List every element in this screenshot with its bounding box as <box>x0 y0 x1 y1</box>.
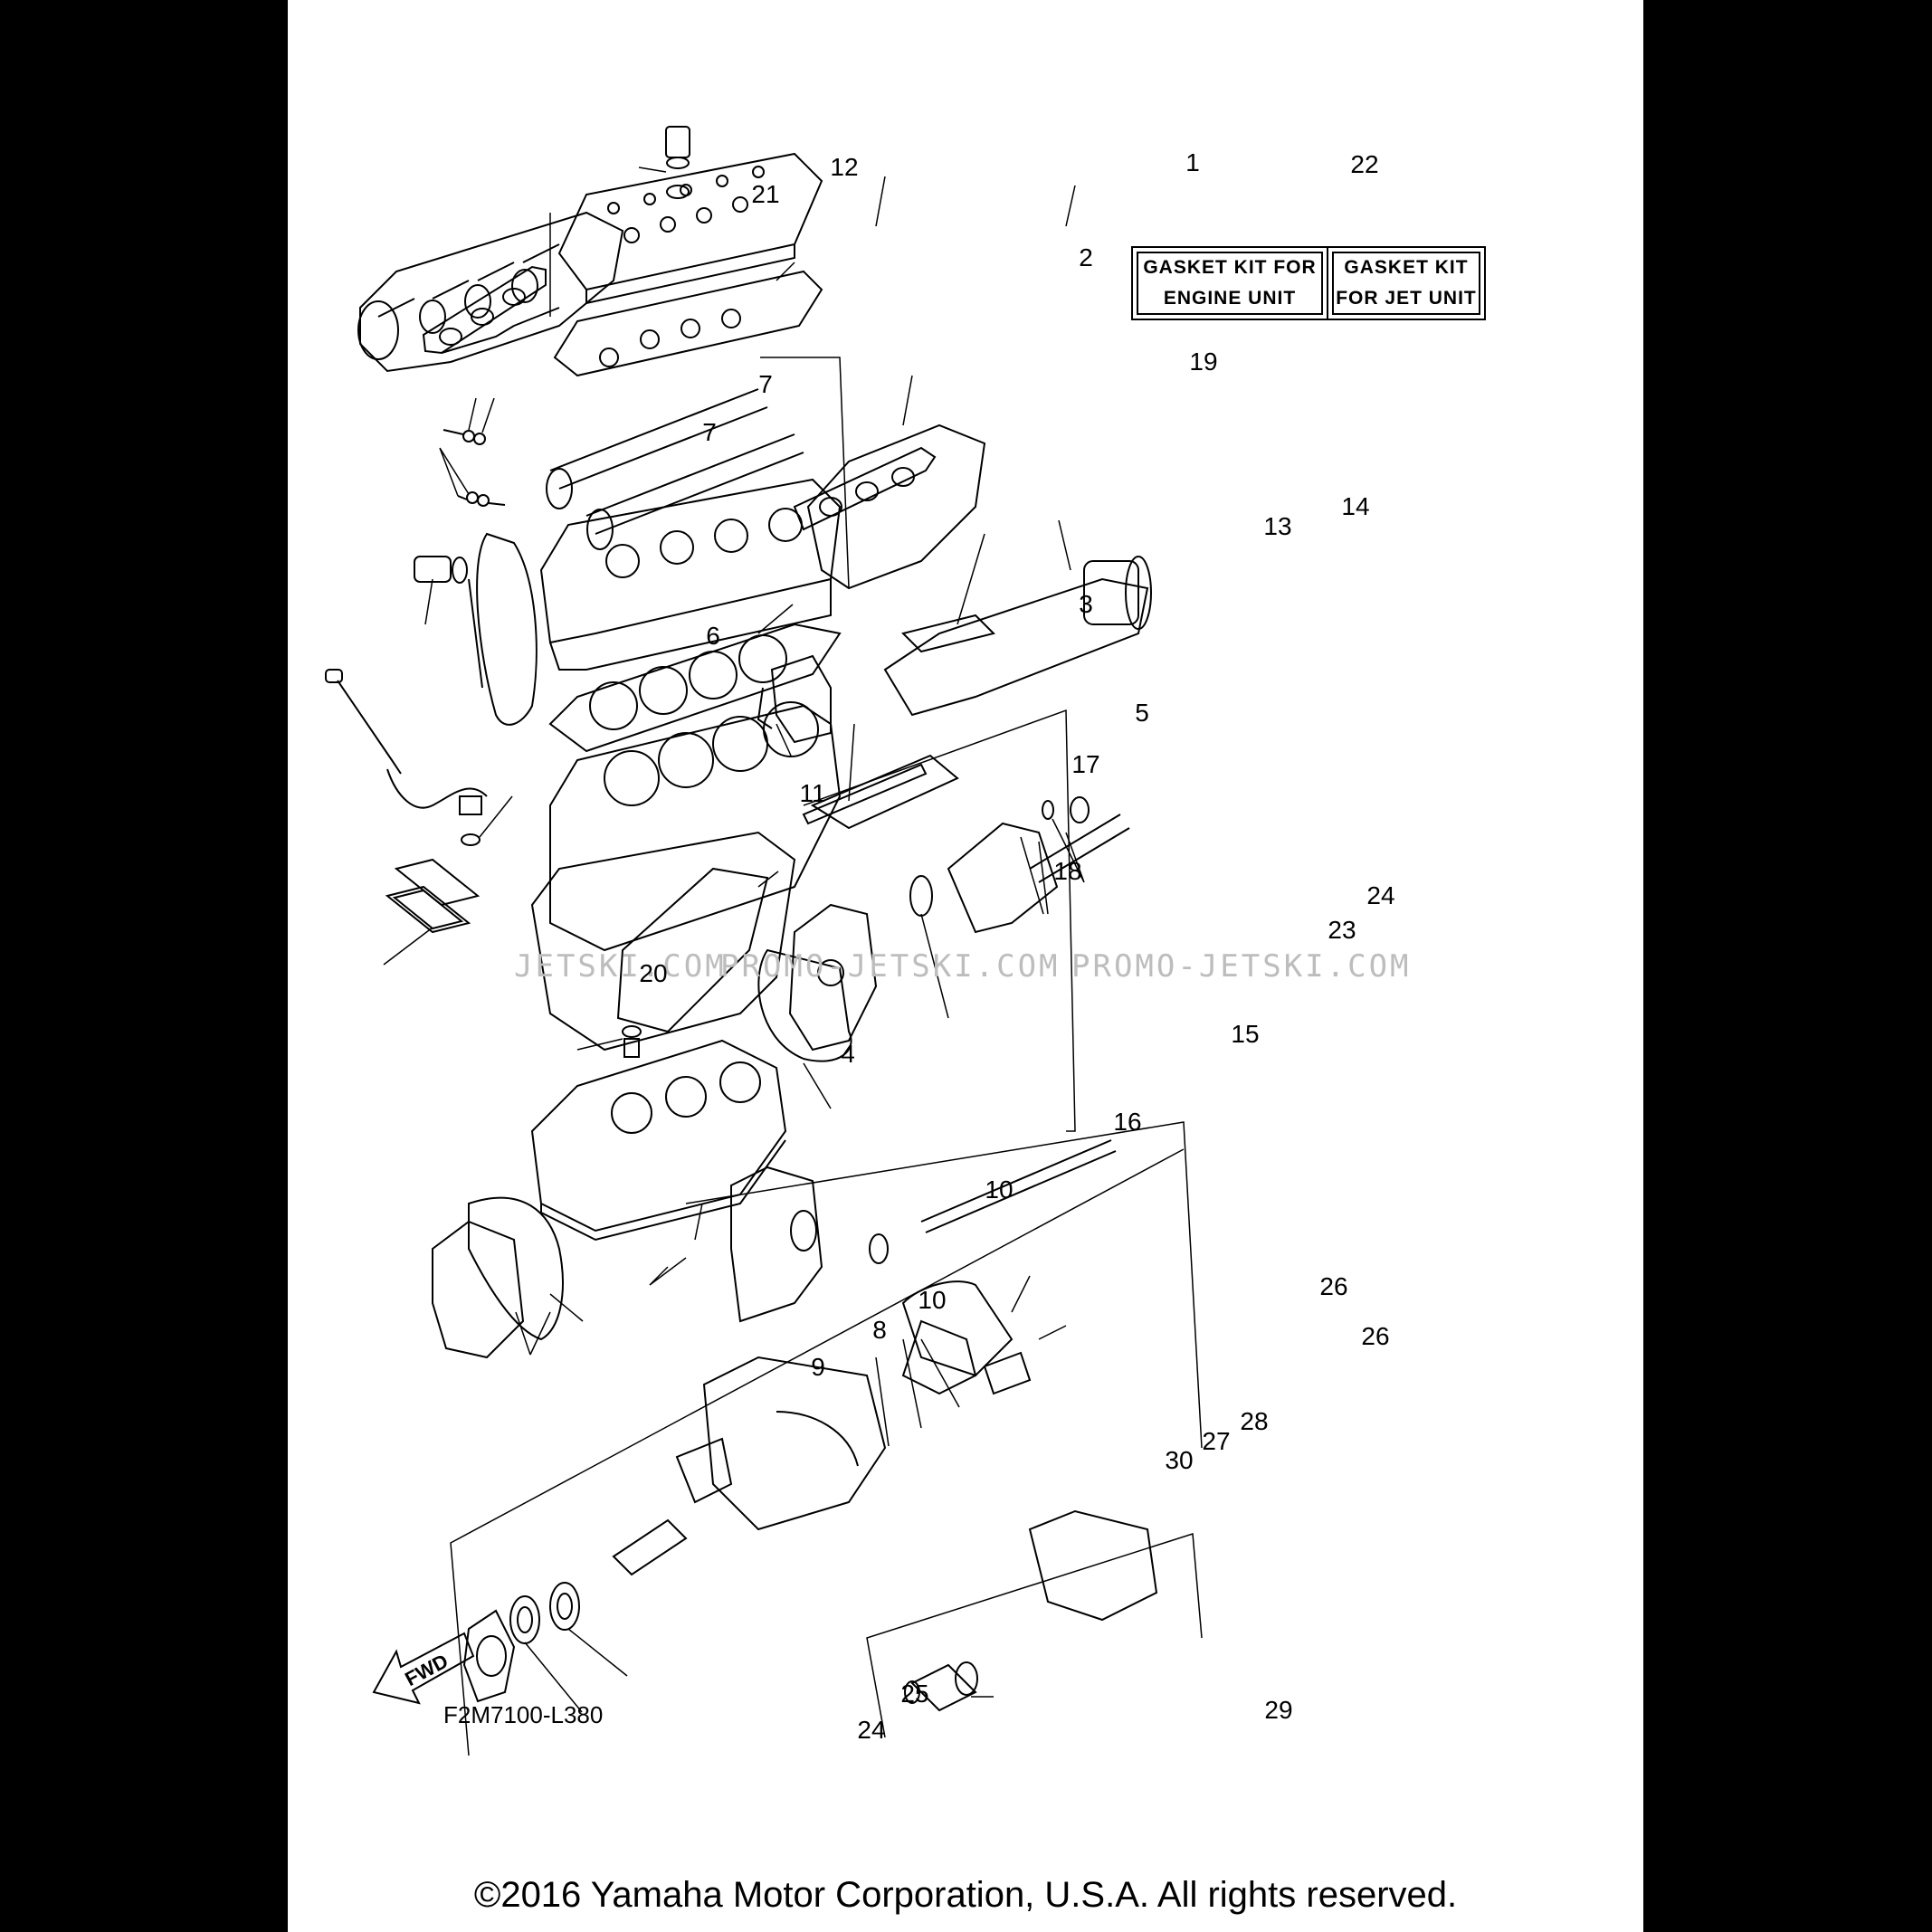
callout-c27: 27 <box>1202 1427 1231 1455</box>
gasket-18 <box>616 867 769 1033</box>
callout-c10a: 10 <box>985 1175 1014 1204</box>
oil-pump <box>432 1196 564 1359</box>
callout-c18: 18 <box>1053 857 1082 885</box>
callout-c24b: 24 <box>857 1716 886 1744</box>
exhaust-gasket-21 <box>422 265 547 355</box>
exhaust-pipe <box>883 556 1152 717</box>
bolts-7 <box>443 429 506 507</box>
kit-jet-line1: GASKET KIT <box>1344 257 1469 279</box>
cylinder-block <box>549 701 842 952</box>
callout-c19: 19 <box>1189 347 1218 376</box>
callout-c9: 9 <box>811 1353 825 1381</box>
timing-chain <box>468 532 538 726</box>
watermark-2: PROMO-JETSKI.COM <box>720 948 1061 985</box>
callout-leaders <box>383 167 1085 1713</box>
cover-17 <box>757 654 832 744</box>
cover-5 <box>802 754 959 830</box>
callout-c2: 2 <box>1079 243 1093 271</box>
chain-tensioner <box>414 556 468 584</box>
seals-24-25 <box>509 1518 688 1644</box>
exploded-view-drawing <box>325 126 1203 1756</box>
callout-c4: 4 <box>841 1040 855 1068</box>
callout-c29: 29 <box>1264 1696 1293 1724</box>
fwd-arrow <box>372 1632 475 1705</box>
callout-c15: 15 <box>1231 1020 1260 1048</box>
oil-filler-cap <box>665 126 690 199</box>
callout-c24a: 24 <box>1366 881 1395 909</box>
callout-c13: 13 <box>1263 512 1292 540</box>
head-cover-gasket <box>553 270 823 377</box>
callout-c12: 12 <box>830 153 859 181</box>
callout-c22: 22 <box>1350 150 1379 178</box>
copyright-notice: ©2016 Yamaha Motor Corporation, U.S.A. A… <box>473 1875 1458 1915</box>
impeller-duct <box>901 1319 1032 1395</box>
starter-motor <box>730 1166 823 1323</box>
group-outline-lines <box>450 357 1203 1756</box>
head-gasket <box>548 623 842 753</box>
exhaust-manifold <box>357 211 624 373</box>
callout-c11: 11 <box>799 779 826 807</box>
callout-c17: 17 <box>1071 750 1100 778</box>
head-cover <box>557 152 823 305</box>
dowel-4 <box>622 1025 642 1058</box>
callout-c7b: 7 <box>702 418 717 446</box>
callout-c20: 20 <box>639 959 668 987</box>
callout-c10b: 10 <box>918 1286 947 1314</box>
callout-c30: 30 <box>1165 1446 1194 1474</box>
callout-c26b: 26 <box>1361 1322 1390 1350</box>
callout-c23: 23 <box>1328 916 1356 944</box>
callout-c5: 5 <box>1135 699 1149 727</box>
kit-engine-line2: ENGINE UNIT <box>1163 288 1297 309</box>
watermark-1: JETSKI.COM <box>514 948 727 985</box>
coupling <box>909 796 1130 934</box>
drawing-code: F2M7100-L380 <box>443 1701 604 1728</box>
exhaust-manifold-19 <box>793 424 986 590</box>
callout-c25: 25 <box>900 1680 929 1708</box>
callout-c16: 16 <box>1113 1108 1142 1136</box>
kit-jet-line2: FOR JET UNIT <box>1336 288 1477 309</box>
callout-c6: 6 <box>706 622 720 650</box>
callout-c7a: 7 <box>758 370 773 398</box>
plate-20 <box>385 858 481 934</box>
gasket-kit-jet-box: GASKET KIT FOR JET UNIT <box>1327 246 1486 320</box>
watermark-3: PROMO-JETSKI.COM <box>1071 948 1412 985</box>
kit-engine-line1: GASKET KIT FOR <box>1143 257 1317 279</box>
bearing-housing <box>462 1609 516 1703</box>
crankcase-upper <box>530 831 796 1052</box>
nozzle <box>904 1509 1158 1712</box>
camshafts <box>546 388 804 550</box>
callout-c3: 3 <box>1079 590 1093 618</box>
callout-c8: 8 <box>872 1316 887 1344</box>
jet-pump-housing <box>675 1356 887 1531</box>
callout-c28: 28 <box>1240 1407 1269 1435</box>
callout-c21: 21 <box>751 180 780 208</box>
parts-diagram-sheet: JETSKI.COM PROMO-JETSKI.COM PROMO-JETSKI… <box>288 0 1643 1932</box>
generator-cover <box>757 903 878 1062</box>
callout-c26a: 26 <box>1319 1272 1348 1300</box>
oil-level-gauge <box>325 669 488 809</box>
callout-c14: 14 <box>1341 492 1370 520</box>
breather <box>459 795 482 846</box>
gasket-kit-engine-box: GASKET KIT FOR ENGINE UNIT <box>1131 246 1328 320</box>
callout-c1: 1 <box>1185 148 1200 176</box>
crankcase-lower <box>530 1039 787 1242</box>
